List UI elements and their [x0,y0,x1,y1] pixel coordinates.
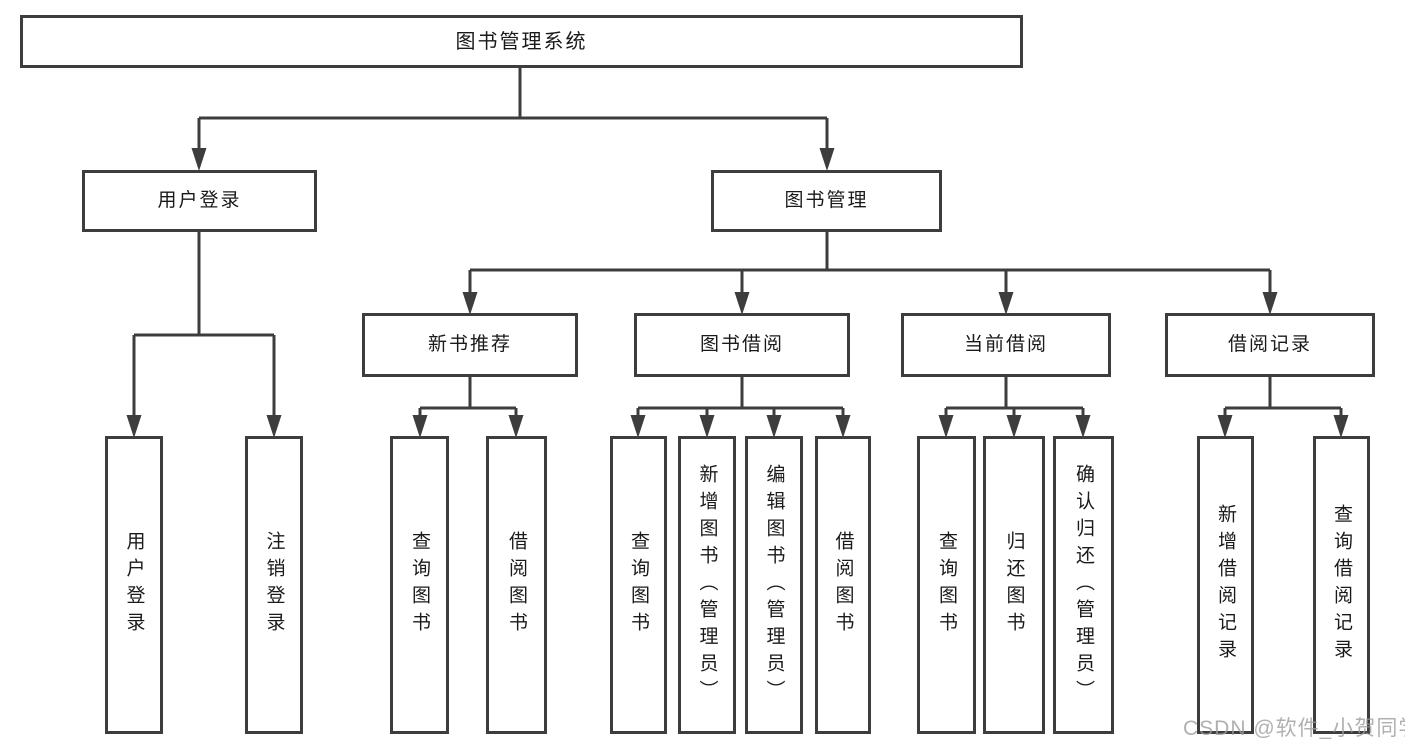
leaf-logout-label: 注销登录 [263,531,285,639]
node-book-borrow: 图书借阅 [634,313,850,377]
node-borrow-records-label: 借阅记录 [1227,333,1312,355]
node-user-login: 用户登录 [82,170,317,232]
leaf-add-borrow-record: 新增借阅记录 [1197,436,1254,734]
leaf-user-login: 用户登录 [105,436,163,734]
leaf-confirm-return-admin: 确认归还（管理员） [1053,436,1114,734]
arrowheads [126,148,1349,438]
leaf-user-login-label: 用户登录 [123,531,145,639]
leaf-borrow-books-recommend: 借阅图书 [486,436,547,734]
leaf-return-book: 归还图书 [983,436,1045,734]
leaf-logout: 注销登录 [245,436,303,734]
csdn-watermark: CSDN @软件_小贺同学 [1183,717,1405,740]
leaf-query-books-borrow-label: 查询图书 [628,531,649,639]
leaf-confirm-return-admin-label: 确认归还（管理员） [1073,463,1094,707]
node-new-book-recommend: 新书推荐 [362,313,578,377]
leaf-borrow-books-borrow-label: 借阅图书 [832,531,854,639]
node-current-borrow-label: 当前借阅 [963,333,1048,355]
leaf-return-book-label: 归还图书 [1003,531,1025,639]
node-root-label: 图书管理系统 [455,30,588,53]
leaf-query-books-current: 查询图书 [917,436,976,734]
node-root: 图书管理系统 [20,15,1023,68]
leaf-query-books-borrow: 查询图书 [610,436,667,734]
tree-edges [132,68,1343,433]
node-book-borrow-label: 图书借阅 [699,333,784,355]
leaf-add-book-admin: 新增图书（管理员） [678,436,736,734]
node-book-management: 图书管理 [711,170,942,232]
leaf-add-borrow-record-label: 新增借阅记录 [1215,504,1236,666]
leaf-query-books-current-label: 查询图书 [936,531,957,639]
leaf-query-books-recommend-label: 查询图书 [409,531,430,639]
node-user-login-label: 用户登录 [157,189,242,211]
leaf-query-borrow-record-label: 查询借阅记录 [1331,504,1352,666]
leaf-add-book-admin-label: 新增图书（管理员） [696,463,718,707]
node-new-book-recommend-label: 新书推荐 [427,333,512,355]
node-book-management-label: 图书管理 [784,189,869,211]
node-borrow-records: 借阅记录 [1165,313,1375,377]
leaf-query-books-recommend: 查询图书 [390,436,449,734]
leaf-edit-book-admin-label: 编辑图书（管理员） [763,463,785,707]
leaf-query-borrow-record: 查询借阅记录 [1313,436,1370,734]
node-current-borrow: 当前借阅 [901,313,1111,377]
leaf-borrow-books-recommend-label: 借阅图书 [506,531,527,639]
leaf-edit-book-admin: 编辑图书（管理员） [745,436,803,734]
leaf-borrow-books-borrow: 借阅图书 [815,436,871,734]
